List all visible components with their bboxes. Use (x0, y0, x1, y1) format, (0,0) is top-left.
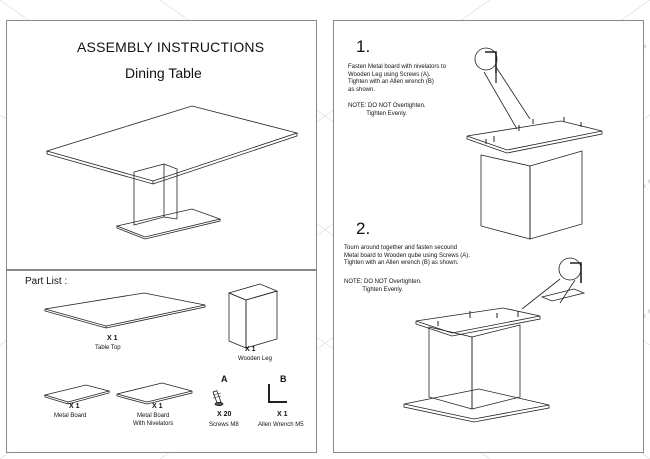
nivelator-board-name: Metal Board With Nivelators (133, 413, 174, 427)
wrench-count: X 1 (277, 411, 288, 418)
screw-letter: A (221, 374, 228, 384)
step-2-text: Tourn around together and fasten secound… (344, 245, 470, 266)
step-1-text: Fasten Metal board with nivelators to Wo… (348, 64, 447, 93)
step-1-note: NOTE: DO NOT Overtighten. Tighten Evenly… (348, 103, 426, 117)
page-title: ASSEMBLY INSTRUCTIONS (77, 39, 265, 55)
step-1-number: 1. (356, 37, 371, 56)
wooden-leg-count: X 1 (245, 346, 256, 353)
parts-drawing (43, 283, 287, 406)
overview-panel: ASSEMBLY INSTRUCTIONS Dining Table (6, 20, 317, 270)
part-list-panel: Part List : (6, 270, 317, 453)
wrench-letter: B (280, 374, 287, 384)
screw-count: X 20 (217, 411, 232, 418)
metal-board-name: Metal Board (54, 413, 87, 419)
product-name: Dining Table (125, 65, 202, 81)
screw-name: Screws M8 (209, 422, 239, 428)
step-2-number: 2. (356, 219, 371, 238)
step-2-note: NOTE: DO NOT Overtighten. Tighten Evenly… (344, 279, 422, 293)
wooden-leg-name: Wooden Leg (238, 356, 272, 362)
table-top-count: X 1 (107, 335, 118, 342)
part-list-title: Part List : (25, 276, 68, 287)
nivelator-board-count: X 1 (152, 403, 163, 410)
assembled-table-drawing (45, 105, 299, 240)
steps-drawing (403, 47, 603, 423)
table-top-name: Table Top (95, 345, 121, 351)
metal-board-count: X 1 (69, 403, 80, 410)
wrench-name: Allen Wrench M5 (258, 422, 304, 428)
steps-panel: 1. Fasten Metal board with nivelators to… (333, 20, 644, 453)
